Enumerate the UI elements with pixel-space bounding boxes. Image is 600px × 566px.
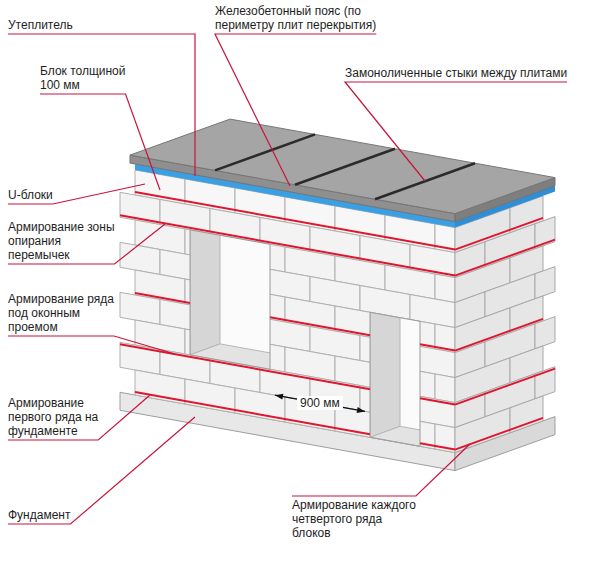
- slab-joint: [215, 134, 315, 170]
- callout-label: Утеплитель: [8, 18, 108, 32]
- reinforcement-line: [270, 317, 370, 335]
- dimension-stroke: [275, 395, 365, 411]
- callout-label: Армирование ряда под оконным проемом: [8, 292, 116, 334]
- door-opening: [370, 301, 450, 446]
- opening-jamb: [370, 301, 400, 437]
- reinforcement-line: [420, 443, 455, 449]
- callout-label: Фундамент: [8, 508, 108, 522]
- callout-label: Армирование каждого четвертого ряда блок…: [292, 498, 422, 540]
- leader-line: [292, 444, 470, 496]
- dimension-arrowhead: [275, 394, 283, 400]
- leader-line: [8, 395, 150, 440]
- leader-line: [8, 34, 195, 176]
- aerated-block: [435, 274, 455, 303]
- reinforcement-line: [455, 369, 555, 405]
- callout-label: Армирование зоны опирания перемычек: [8, 220, 116, 262]
- slab-joint: [375, 163, 475, 199]
- block-masonry: [120, 170, 555, 453]
- reinforcement-line: [455, 418, 543, 450]
- callout-label: Замоноличенные стыки между плитами: [345, 66, 590, 80]
- reinforcement-line: [135, 293, 190, 303]
- leader-line: [8, 184, 145, 204]
- dimension-line: [275, 394, 365, 413]
- leader-line: [40, 94, 160, 190]
- aerated-block: [435, 374, 455, 403]
- floor-slab: [130, 119, 555, 228]
- reinforcement-line: [135, 392, 370, 434]
- window-opening: [190, 219, 300, 369]
- leader-line: [345, 82, 567, 181]
- callout-label: Блок толщиной 100 мм: [40, 64, 140, 92]
- callout-label: U-блоки: [8, 188, 78, 202]
- opening-sill: [190, 344, 300, 369]
- reinforcement-line: [455, 240, 555, 276]
- reinforcement-line: [420, 398, 455, 404]
- slab-top: [130, 119, 555, 214]
- leader-line: [215, 34, 376, 186]
- slab-joint: [295, 149, 395, 185]
- dimension-label: 900 мм: [297, 396, 343, 410]
- reinforcement-line: [455, 319, 543, 351]
- leader-line: [8, 336, 175, 354]
- aerated-block-side: [535, 267, 555, 299]
- callout-label: Армирование первого ряда на фундаменте: [8, 396, 116, 438]
- reinforcement-line: [120, 344, 370, 389]
- aerated-block: [120, 242, 160, 274]
- reinforcement-line: [420, 344, 455, 350]
- reinforcement: [120, 192, 555, 450]
- reinforcement-line: [120, 215, 455, 275]
- opening-outline: [370, 312, 420, 446]
- opening-jamb: [190, 219, 220, 355]
- opening-sill: [370, 426, 450, 446]
- dimension-arrowhead: [357, 407, 365, 413]
- callout-label: Железобетонный пояс (по периметру плит п…: [215, 4, 415, 32]
- opening-outline: [190, 230, 270, 369]
